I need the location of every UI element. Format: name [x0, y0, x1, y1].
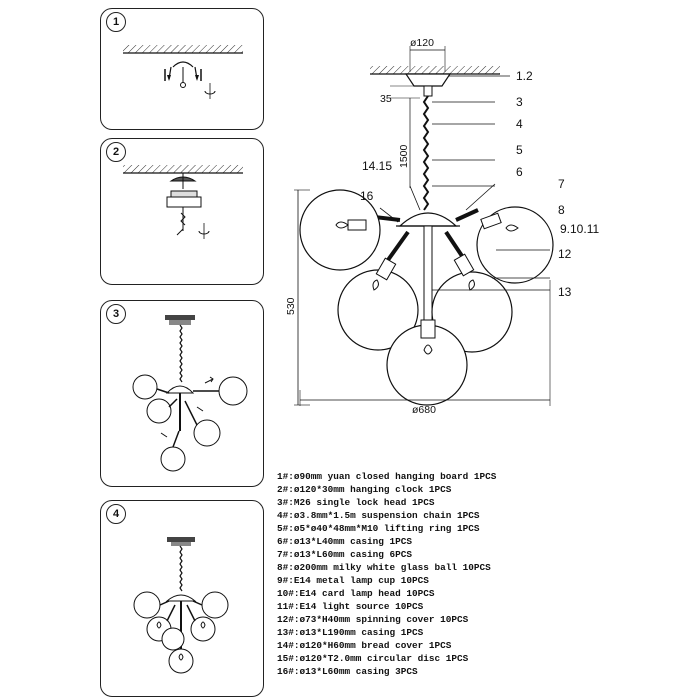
step-1-illustration: [123, 45, 243, 99]
globe: [133, 591, 161, 619]
chain: [179, 545, 183, 592]
globe: [190, 616, 216, 642]
part-item-1: 1#:ø90mm yuan closed hanging board 1PCS: [277, 471, 497, 482]
total-width-label: ø680: [412, 404, 436, 416]
step-4-panel: 4: [100, 500, 264, 697]
chandelier-drawing: ø120 35 1500 530 ø68: [285, 37, 599, 416]
lamp-cup: [375, 257, 397, 281]
globe: [161, 627, 185, 651]
step-2-illustration: [123, 165, 243, 239]
part-item-9: 9#:E14 metal lamp cup 10PCS: [277, 575, 429, 586]
part-item-10: 10#:E14 card lamp head 10PCS: [277, 588, 435, 599]
step-2-number: 2: [106, 142, 126, 162]
part-item-4: 4#:ø3.8mm*1.5m suspension chain 1PCS: [277, 510, 480, 521]
chain: [179, 324, 183, 383]
step-1-panel: 1: [100, 8, 264, 130]
globe: [193, 419, 221, 447]
part-item-12: 12#:ø73*H40mm spinning cover 10PCS: [277, 614, 469, 625]
bulb: [505, 224, 519, 232]
glass-globe: [431, 271, 513, 353]
step-3-number: 3: [106, 304, 126, 324]
step-3-panel: 3: [100, 300, 264, 487]
callout-13: 13: [558, 285, 572, 299]
glass-globe: [299, 189, 381, 271]
callout-6: 6: [516, 165, 523, 179]
part-item-3: 3#:M26 single lock head 1PCS: [277, 497, 435, 508]
top-diameter-label: ø120: [410, 37, 434, 49]
globe: [201, 591, 229, 619]
hanging-cup: [166, 196, 202, 208]
ceiling-hatch: [123, 45, 243, 53]
center-hub: [165, 385, 195, 394]
globe: [146, 398, 172, 424]
globe: [168, 648, 194, 674]
callout-3: 3: [516, 95, 523, 109]
callout-4: 4: [516, 117, 523, 131]
lamp-cup: [420, 319, 436, 339]
parts-list: 1#:ø90mm yuan closed hanging board 1PCS …: [277, 470, 697, 678]
center-hub: [398, 212, 458, 227]
part-item-15: 15#:ø120*T2.0mm circular disc 1PCS: [277, 653, 469, 664]
callout-5: 5: [516, 143, 523, 157]
part-item-8: 8#:ø200mm milky white glass ball 10PCS: [277, 562, 491, 573]
ceiling-hatch: [370, 66, 500, 74]
center-rod: [423, 225, 433, 321]
chain-offset-label: 35: [380, 93, 392, 105]
total-height-label: 530: [285, 297, 297, 315]
callout-1-2: 1.2: [516, 69, 533, 83]
step-4-illustration: [133, 537, 229, 674]
globe: [160, 446, 186, 472]
hanging-board: [172, 61, 194, 68]
callout-14-15: 14.15: [362, 159, 392, 173]
callout-12: 12: [558, 247, 572, 261]
part-item-11: 11#:E14 light source 10PCS: [277, 601, 424, 612]
part-item-6: 6#:ø13*L40mm casing 1PCS: [277, 536, 413, 547]
globe: [132, 374, 158, 400]
callout-7: 7: [558, 177, 565, 191]
step-1-number: 1: [106, 12, 126, 32]
lamp-cup: [347, 219, 367, 231]
part-item-13: 13#:ø13*L190mm casing 1PCS: [277, 627, 424, 638]
bulb: [335, 221, 349, 229]
bulb: [423, 344, 433, 355]
center-hub: [165, 594, 197, 602]
glass-globe: [476, 206, 554, 284]
lamp-cup: [480, 212, 502, 230]
callout-16: 16: [360, 189, 374, 203]
part-item-5: 5#:ø5*ø40*48mm*M10 lifting ring 1PCS: [277, 523, 480, 534]
part-item-14: 14#:ø120*H60mm bread cover 1PCS: [277, 640, 452, 651]
bulb: [468, 279, 475, 291]
chain: [422, 95, 430, 211]
step-2-panel: 2: [100, 138, 264, 285]
step-3-illustration: [132, 315, 248, 472]
callout-8: 8: [558, 203, 565, 217]
part-item-2: 2#:ø120*30mm hanging clock 1PCS: [277, 484, 452, 495]
bulb: [372, 279, 379, 291]
part-item-7: 7#:ø13*L60mm casing 6PCS: [277, 549, 413, 560]
step-4-number: 4: [106, 504, 126, 524]
callout-9-10-11: 9.10.11: [560, 222, 599, 236]
part-item-16: 16#:ø13*L60mm casing 3PCS: [277, 666, 418, 677]
chain-length-label: 1500: [398, 144, 410, 168]
canopy: [404, 73, 452, 87]
lamp-cup: [453, 253, 475, 277]
globe: [218, 376, 248, 406]
